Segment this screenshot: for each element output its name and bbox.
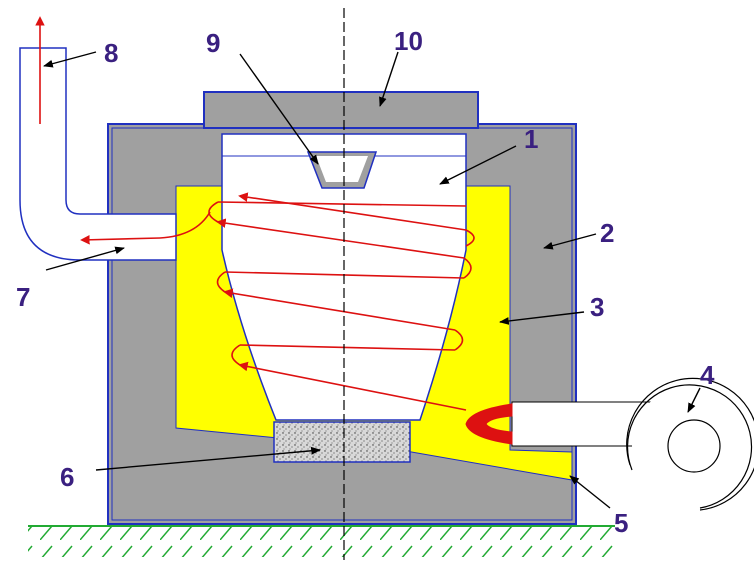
label-5: 5 <box>614 508 628 538</box>
part-labels: 1 2 3 4 5 6 7 8 9 10 <box>16 26 715 538</box>
exhaust-pipe <box>19 47 177 261</box>
label-4: 4 <box>700 360 715 390</box>
label-6: 6 <box>60 462 74 492</box>
label-9: 9 <box>206 28 220 58</box>
lid <box>203 91 479 129</box>
label-1: 1 <box>524 124 538 154</box>
label-3: 3 <box>590 292 604 322</box>
leader-lines <box>43 51 701 509</box>
ground <box>28 525 615 557</box>
label-8: 8 <box>104 38 118 68</box>
porous-filter <box>273 421 411 463</box>
label-7: 7 <box>16 282 30 312</box>
heat-flow-spiral <box>35 16 475 411</box>
label-10: 10 <box>394 26 423 56</box>
heater-unit <box>465 377 754 511</box>
label-2: 2 <box>600 218 614 248</box>
